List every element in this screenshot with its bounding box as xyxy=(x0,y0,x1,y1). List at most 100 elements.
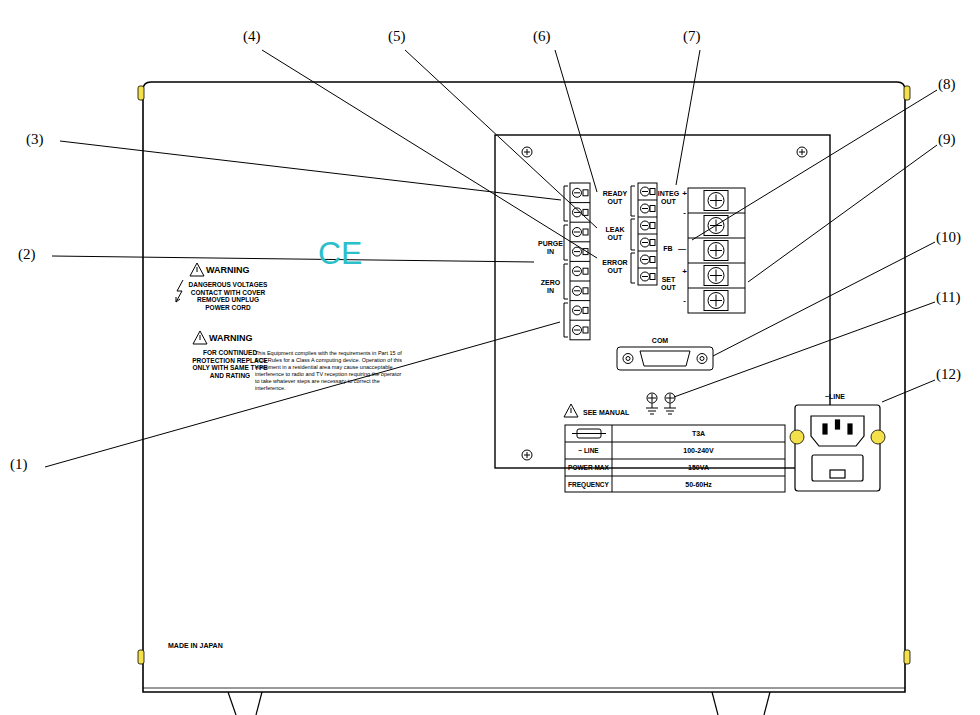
table-cell: POWER MAX xyxy=(565,463,612,472)
terminal-panel xyxy=(495,135,830,468)
terminal-divider xyxy=(570,241,590,242)
label-holder: (12) xyxy=(936,366,976,383)
terminal-bracket xyxy=(564,186,635,337)
label-holder: (9) xyxy=(938,131,972,148)
warning-text: DANGEROUS VOLTAGES CONTACT WITH COVER RE… xyxy=(184,281,272,311)
table-cell: ~ LINE xyxy=(565,446,612,455)
terminal-screw xyxy=(574,271,580,272)
terminal-screw xyxy=(710,245,722,257)
terminal-clamp xyxy=(583,209,588,215)
label-holder: 50-60Hz xyxy=(612,480,785,489)
label-holder: MADE IN JAPAN xyxy=(168,642,258,650)
callout-number: (7) xyxy=(683,28,717,45)
label-holder: ~ LINE xyxy=(565,446,612,455)
manual-note: SEE MANUAL xyxy=(583,409,643,417)
label-holder: (4) xyxy=(243,28,277,45)
terminal-screw xyxy=(574,192,580,193)
panel-screw xyxy=(522,450,532,460)
terminal-screw xyxy=(708,293,724,309)
terminal-screw xyxy=(573,326,582,335)
label-holder: WARNING xyxy=(206,265,276,275)
label-holder: - xyxy=(681,208,688,217)
terminal-divider xyxy=(638,268,657,269)
terminal-screw xyxy=(710,195,722,207)
terminal-divider xyxy=(638,200,657,201)
terminal-screw xyxy=(642,208,648,209)
panel-screw xyxy=(799,149,805,155)
terminal-label: LEAK OUT xyxy=(600,226,630,242)
terminal-screw xyxy=(574,330,580,331)
terminal-clamp xyxy=(650,223,655,229)
terminal-screw xyxy=(641,187,650,196)
label-holder: (3) xyxy=(26,131,60,148)
table-cell: 50-60Hz xyxy=(612,480,785,489)
terminal-cell xyxy=(704,291,728,311)
terminal-screw xyxy=(573,188,582,197)
terminal-block xyxy=(638,183,657,285)
connector-label: COM xyxy=(640,337,680,345)
label-holder: CE xyxy=(318,236,374,270)
callout-number: (12) xyxy=(936,366,976,383)
panel-screw xyxy=(522,147,807,460)
label-holder: INTEG OUT xyxy=(655,190,682,206)
terminal-screw xyxy=(710,270,722,282)
label-holder: (6) xyxy=(533,28,567,45)
terminal-screw xyxy=(642,276,648,277)
terminal-screw xyxy=(574,232,580,233)
rating-table xyxy=(565,425,785,492)
terminal-divider xyxy=(570,202,590,203)
table-cell: FREQUENCY xyxy=(565,480,612,489)
label-holder: SEE MANUAL xyxy=(583,409,643,417)
label-holder: + xyxy=(681,189,688,198)
polarity-sign: + xyxy=(681,189,688,198)
terminal-clamp xyxy=(650,240,655,246)
terminal-screw xyxy=(641,221,650,230)
label-holder: POWER MAX xyxy=(565,463,612,472)
label-holder: 150VA xyxy=(612,463,785,472)
label-holder: (5) xyxy=(388,28,422,45)
label-holder: (10) xyxy=(936,229,976,246)
terminal-label: PURGE IN xyxy=(537,240,564,256)
terminal-clamp xyxy=(650,206,655,212)
terminal-screw xyxy=(573,286,582,295)
terminal-block xyxy=(570,183,590,340)
label-holder: (7) xyxy=(683,28,717,45)
terminal-clamp xyxy=(583,327,588,333)
label-holder: PURGE IN xyxy=(537,240,564,256)
label-holder: DANGEROUS VOLTAGES CONTACT WITH COVER RE… xyxy=(184,281,272,311)
terminal-clamp xyxy=(650,257,655,263)
terminal-screw xyxy=(641,238,650,247)
label-holder: (11) xyxy=(936,289,976,306)
terminal-screw xyxy=(574,310,580,311)
label-holder: READY OUT xyxy=(600,190,630,206)
label-holder: (2) xyxy=(18,246,52,263)
terminal-screw xyxy=(574,251,580,252)
table-cell: 150VA xyxy=(612,463,785,472)
terminal-screw xyxy=(708,243,724,259)
callout-number: (1) xyxy=(10,456,44,473)
callout-number: (11) xyxy=(936,289,976,306)
terminal-clamp xyxy=(583,268,588,274)
label-holder: LEAK OUT xyxy=(600,226,630,242)
terminal-label: ERROR OUT xyxy=(600,259,630,275)
label-holder: — xyxy=(677,244,687,253)
terminal-label: INTEG OUT xyxy=(655,190,682,206)
terminal-divider xyxy=(570,320,590,321)
label-holder: T3A xyxy=(612,429,785,438)
inlet-screw xyxy=(790,430,885,444)
terminal-cell xyxy=(704,191,728,211)
terminal-cell xyxy=(704,266,728,286)
housing xyxy=(143,82,905,692)
terminal-cell xyxy=(704,241,728,261)
terminal-screw xyxy=(642,242,648,243)
terminal-divider xyxy=(570,222,590,223)
housing-tabs xyxy=(138,86,910,664)
power-inlet xyxy=(795,405,880,491)
inlet-label: ~LINE xyxy=(812,393,858,401)
origin-label: MADE IN JAPAN xyxy=(168,642,258,650)
terminal-screw xyxy=(710,295,722,307)
terminal-divider xyxy=(638,251,657,252)
terminal-screw xyxy=(642,225,648,226)
terminal-screw xyxy=(641,272,650,281)
